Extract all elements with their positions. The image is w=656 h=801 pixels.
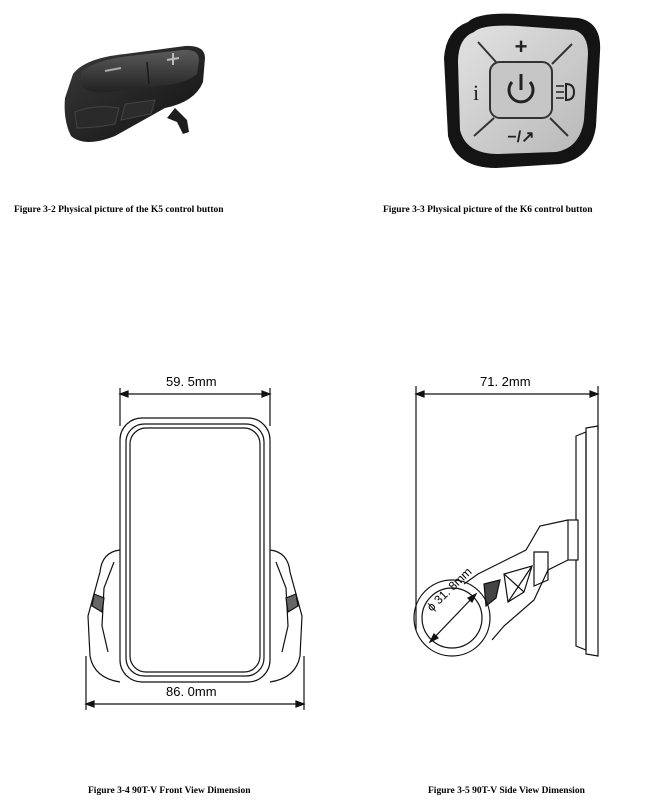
front-view-drawing: 59. 5mm 86. 0mm — [74, 366, 314, 716]
k6-plus-label: + — [515, 34, 528, 59]
k6-info-label: i — [473, 80, 479, 105]
k6-button-photo: + i −/↗ — [438, 8, 608, 176]
figure-3-3-caption: Figure 3-3 Physical picture of the K6 co… — [383, 205, 593, 215]
figure-3-5-caption: Figure 3-5 90T-V Side View Dimension — [428, 786, 585, 796]
side-view-drawing: 71. 2mm ϕ 31. 8mm — [408, 370, 608, 710]
front-total-width-dimension: 86. 0mm — [166, 684, 217, 699]
figure-3-2-caption: Figure 3-2 Physical picture of the K5 co… — [14, 205, 224, 215]
k5-button-photo — [55, 28, 215, 168]
front-width-dimension: 59. 5mm — [166, 374, 217, 389]
figure-3-4-caption: Figure 3-4 90T-V Front View Dimension — [88, 786, 251, 796]
side-depth-dimension: 71. 2mm — [480, 374, 531, 389]
k6-minus-walk-label: −/↗ — [507, 129, 534, 146]
